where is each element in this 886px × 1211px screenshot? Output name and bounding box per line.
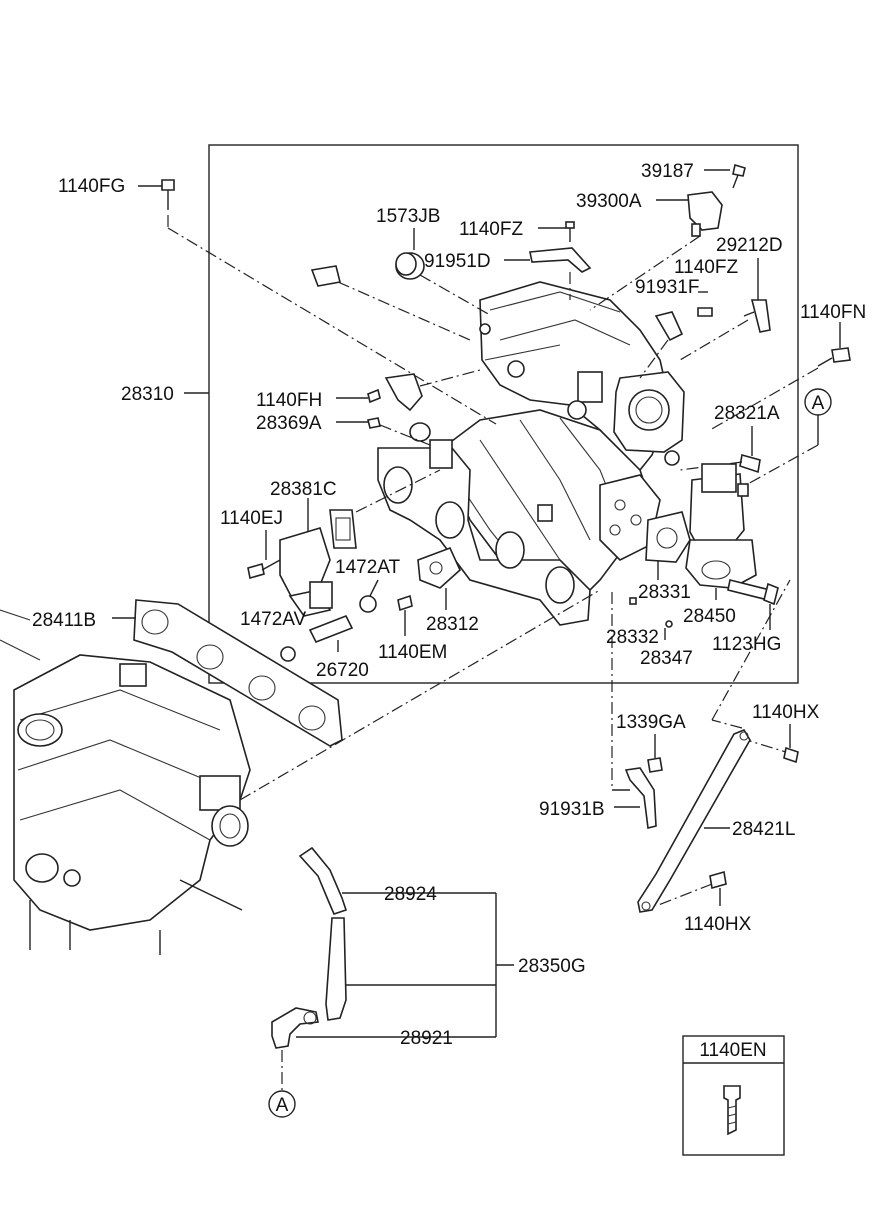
egr-valve-28450 bbox=[685, 463, 757, 600]
gasket-28411B bbox=[112, 599, 343, 747]
label-28369A: 28369A bbox=[256, 413, 322, 434]
label-28421L: 28421L bbox=[732, 819, 795, 840]
bracket-left bbox=[310, 265, 341, 287]
ball-28347 bbox=[665, 620, 673, 628]
sensor-28312 bbox=[417, 546, 461, 610]
label-28312: 28312 bbox=[426, 614, 479, 635]
label-28331: 28331 bbox=[638, 582, 691, 603]
label-1140FZ-top: 1140FZ bbox=[459, 219, 523, 240]
label-28332: 28332 bbox=[606, 627, 659, 648]
sensor-29212D bbox=[679, 258, 771, 361]
clamp-1472AV bbox=[280, 646, 296, 662]
connector-a-top: A bbox=[745, 388, 832, 486]
label-1339GA: 1339GA bbox=[616, 712, 686, 733]
bolt-28369A bbox=[336, 417, 431, 446]
label-39187: 39187 bbox=[641, 161, 694, 182]
nut-1339GA bbox=[647, 734, 663, 773]
label-39300A: 39300A bbox=[576, 191, 642, 212]
label-91931F: 91931F bbox=[635, 277, 699, 298]
label-28350G: 28350G bbox=[518, 956, 586, 977]
label-1140EM: 1140EM bbox=[378, 642, 447, 663]
intake-manifold bbox=[377, 281, 685, 626]
cylinder-head bbox=[0, 609, 251, 955]
bolt-1140EM bbox=[397, 594, 413, 636]
label-91931B: 91931B bbox=[539, 799, 605, 820]
hose-26720 bbox=[308, 614, 354, 652]
label-91951D: 91951D bbox=[424, 251, 491, 272]
label-28381C: 28381C bbox=[270, 479, 337, 500]
legend-1140EN bbox=[682, 1035, 785, 1156]
bracket-91931F bbox=[639, 291, 713, 379]
label-28921: 28921 bbox=[400, 1028, 453, 1049]
intake-manifold-frame bbox=[208, 144, 799, 684]
label-1140EN: 1140EN bbox=[699, 1040, 766, 1061]
label-28347: 28347 bbox=[640, 648, 693, 669]
label-1140HX-top: 1140HX bbox=[752, 702, 820, 723]
bracket-91931B bbox=[611, 592, 657, 829]
hose-assembly-28350G bbox=[271, 846, 514, 1090]
connector-a-bottom-label: A bbox=[276, 1095, 289, 1116]
label-28411B: 28411B bbox=[32, 610, 96, 631]
label-1140FZ-right: 1140FZ bbox=[674, 257, 738, 278]
label-1123HG: 1123HG bbox=[712, 634, 781, 655]
label-1140FG: 1140FG bbox=[58, 176, 125, 197]
label-1573JB: 1573JB bbox=[376, 206, 440, 227]
gasket-28331 bbox=[645, 511, 691, 580]
bolt-39187 bbox=[704, 163, 746, 189]
bolt-1140HX-bottom bbox=[655, 870, 727, 907]
idle-actuator bbox=[247, 527, 333, 617]
pipe-28421L bbox=[637, 579, 791, 913]
bolt-1123HG bbox=[727, 579, 779, 630]
label-29212D: 29212D bbox=[716, 235, 783, 256]
bolt-1140FH bbox=[336, 369, 481, 412]
label-26720: 26720 bbox=[316, 660, 369, 681]
fitting-28321A bbox=[679, 426, 761, 474]
label-1472AV: 1472AV bbox=[240, 609, 307, 630]
connector-a-bottom: A bbox=[268, 1090, 296, 1118]
sensor-39300A bbox=[589, 191, 723, 311]
pin-28332 bbox=[629, 597, 637, 605]
label-1472AT: 1472AT bbox=[335, 557, 401, 578]
label-28310: 28310 bbox=[121, 384, 174, 405]
label-28924: 28924 bbox=[384, 884, 437, 905]
clamp-1472AT bbox=[359, 579, 379, 613]
label-1140EJ: 1140EJ bbox=[220, 508, 283, 529]
connector-a-top-label: A bbox=[812, 393, 825, 414]
label-1140FH: 1140FH bbox=[256, 390, 322, 411]
label-28321A: 28321A bbox=[714, 403, 780, 424]
label-28450: 28450 bbox=[683, 606, 736, 627]
bolt-1140EN-icon bbox=[723, 1085, 741, 1136]
bolt-1140FG bbox=[138, 179, 497, 425]
label-1140FN: 1140FN bbox=[800, 302, 866, 323]
label-1140HX-bottom: 1140HX bbox=[684, 914, 752, 935]
bolt-1140FN bbox=[709, 322, 851, 431]
bolt-1140FZ-top bbox=[538, 221, 575, 242]
bracket-91951D bbox=[504, 247, 592, 300]
gasket-28381C bbox=[307, 469, 441, 549]
plug-1573JB bbox=[395, 228, 491, 316]
